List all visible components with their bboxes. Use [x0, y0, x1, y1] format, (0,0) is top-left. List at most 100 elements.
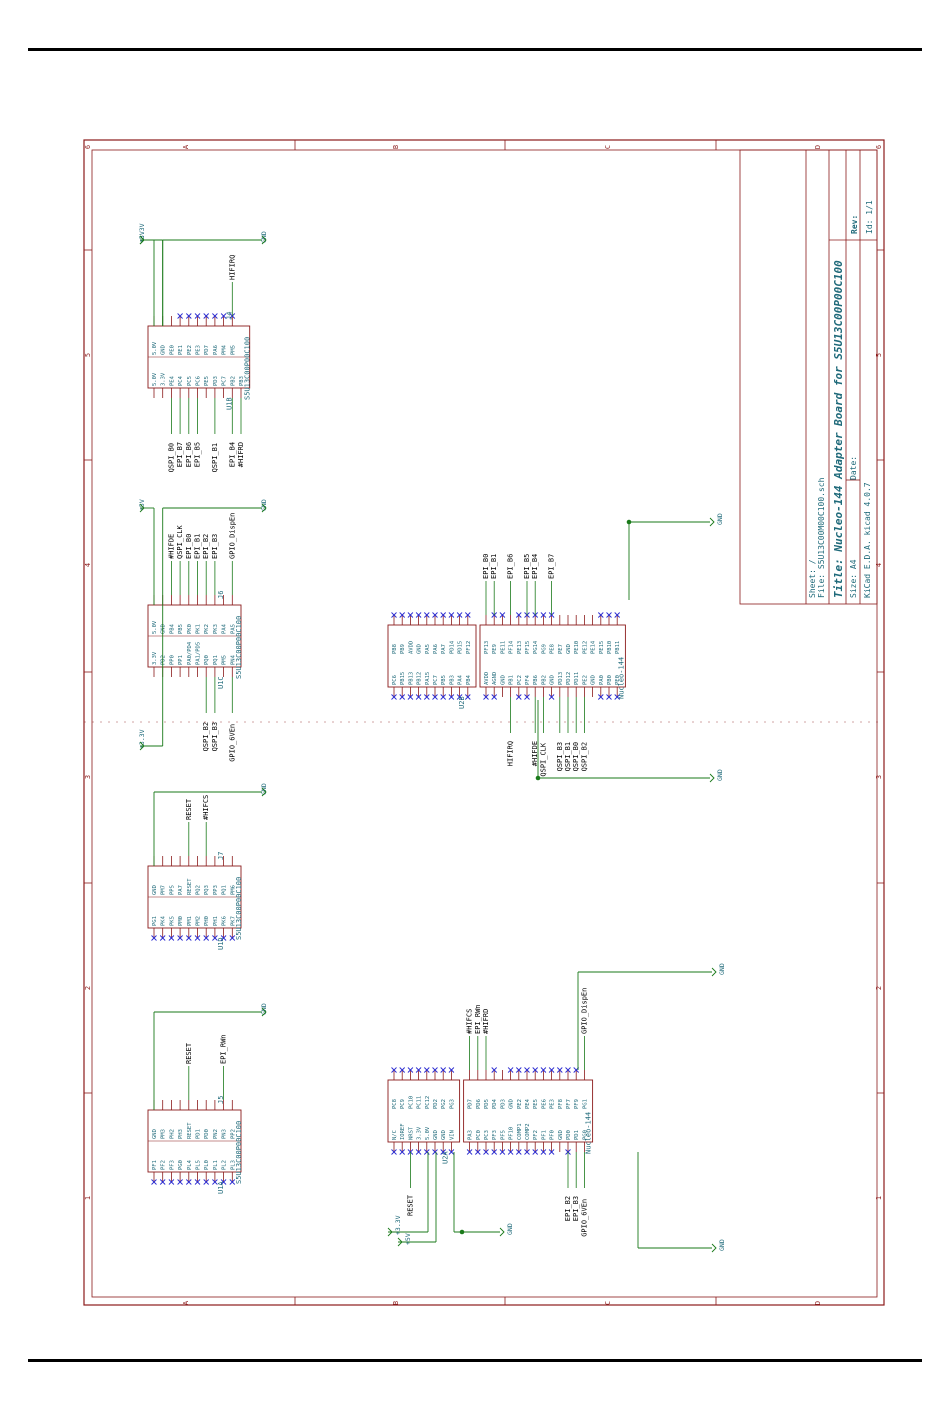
- no-connect-marker: [177, 935, 183, 941]
- pin-name: N/C: [392, 1130, 398, 1140]
- pin-name: PD0: [204, 1129, 210, 1139]
- pin-name: PM1: [187, 916, 193, 926]
- pin-name: PE5: [204, 376, 210, 386]
- pin-name: COMP1: [517, 1123, 523, 1140]
- no-connect-marker: [464, 694, 471, 700]
- component-body: [463, 1079, 594, 1143]
- pin-name: PD7: [204, 345, 210, 355]
- no-connect-marker: [606, 694, 612, 700]
- connector-reference: J4: [226, 312, 234, 320]
- pin-name: PK5: [169, 916, 175, 926]
- power-symbol: [397, 1237, 403, 1247]
- net-label: GPIO_DispEn: [580, 988, 588, 1034]
- pin-name: GND: [566, 644, 572, 654]
- component-value: S5U13C00P00C100: [235, 616, 243, 679]
- pin-name: PH2: [169, 1129, 175, 1139]
- zone-label-bottom-A: A: [182, 1300, 190, 1305]
- no-connect-marker: [212, 313, 218, 319]
- net-label: GPIO_6VEn: [228, 724, 236, 762]
- pin-name: PP1: [178, 655, 184, 665]
- pin-name: PF0: [550, 1130, 556, 1140]
- net-label: RESET: [185, 1042, 193, 1064]
- pin-name: PF5: [500, 1130, 506, 1140]
- no-connect-marker: [483, 694, 489, 700]
- pin-name: PD12: [566, 672, 572, 685]
- pin-name: PE0: [169, 345, 175, 355]
- pin-name: PP3: [213, 885, 219, 895]
- net-label: QSPI_CLK: [176, 524, 184, 559]
- no-connect-marker: [491, 694, 498, 700]
- top-rule: [28, 48, 922, 51]
- pin-name: PC3: [484, 1130, 490, 1140]
- pin-name: PK3: [213, 624, 219, 634]
- pin-name: PK2: [204, 624, 210, 634]
- no-connect-marker: [614, 612, 621, 618]
- zone-label-right-4: 4: [875, 563, 883, 567]
- component-reference: U1B: [226, 397, 234, 410]
- power-label-5V: +5V: [138, 231, 146, 243]
- zone-label-left-2: 2: [84, 986, 92, 990]
- net-label: QSPI_B2: [202, 722, 210, 752]
- component-value: Nucleo-144: [617, 657, 625, 699]
- component-value: S5U13C00P00C100: [235, 1121, 243, 1184]
- net-label: QSPI_B3: [211, 722, 219, 752]
- no-connect-marker: [597, 612, 604, 618]
- no-connect-marker: [606, 612, 612, 618]
- no-connect-marker: [483, 1149, 489, 1155]
- zone-label-bottom-D: D: [814, 1301, 822, 1305]
- pin-name: PF1: [541, 1130, 547, 1140]
- net-label: HIFIRQ: [507, 741, 515, 766]
- no-connect-marker: [499, 1149, 506, 1155]
- pin-name: PF3: [492, 1130, 498, 1140]
- pin-name: PM0: [178, 916, 184, 926]
- pin-name: GND: [558, 1130, 564, 1140]
- net-label: EPI_B0: [185, 534, 193, 559]
- component-body: [387, 624, 477, 688]
- net-label: #HIFRD: [237, 442, 245, 467]
- connector-reference: J5: [217, 1096, 225, 1104]
- pin-name: PG0: [178, 1160, 184, 1170]
- pin-name: PB1: [509, 675, 515, 685]
- net-label: EPI_B6: [185, 442, 193, 467]
- no-connect-marker: [212, 1179, 218, 1185]
- power-label-GND: GND: [716, 769, 724, 781]
- no-connect-marker: [415, 1067, 422, 1073]
- pin-name: IOREF: [400, 1123, 406, 1140]
- no-connect-marker: [548, 694, 555, 700]
- no-connect-marker: [159, 935, 166, 941]
- pin-name: PF9: [574, 1099, 580, 1109]
- pin-name: PC4: [178, 375, 184, 386]
- pin-name: PE3: [550, 1099, 556, 1109]
- no-connect-marker: [415, 1149, 422, 1155]
- pin-name: PG9: [541, 644, 547, 654]
- no-connect-marker: [423, 694, 430, 700]
- pin-name: PM5: [222, 655, 228, 665]
- pin-name: 5.0V: [152, 372, 158, 386]
- no-connect-marker: [407, 694, 414, 700]
- no-connect-marker: [491, 1149, 498, 1155]
- pin-name: PK6: [222, 916, 228, 926]
- net-label: EPI_B3: [211, 534, 219, 559]
- pin-name: PM3: [161, 1129, 167, 1139]
- pin-name: PK0: [187, 624, 193, 634]
- no-connect-marker: [432, 694, 438, 700]
- pin-name: PA4: [458, 674, 464, 685]
- net-label: #HIFCS: [202, 795, 210, 820]
- power-symbol: [709, 773, 715, 783]
- pin-name: PE0: [615, 675, 621, 685]
- zone-label-right-3: 3: [875, 775, 883, 779]
- pin-name: PP5: [169, 885, 175, 895]
- pin-name: PB5: [441, 675, 447, 685]
- pin-name: PD3: [213, 376, 219, 386]
- no-connect-marker: [448, 1149, 455, 1155]
- power-symbol: [711, 967, 717, 977]
- pin-name: PF1: [152, 1160, 158, 1170]
- no-connect-marker: [524, 1067, 530, 1073]
- pin-name: PH0: [204, 916, 210, 926]
- no-connect-marker: [194, 313, 201, 319]
- component-body: [387, 1079, 461, 1143]
- pin-name: PA7: [178, 885, 184, 895]
